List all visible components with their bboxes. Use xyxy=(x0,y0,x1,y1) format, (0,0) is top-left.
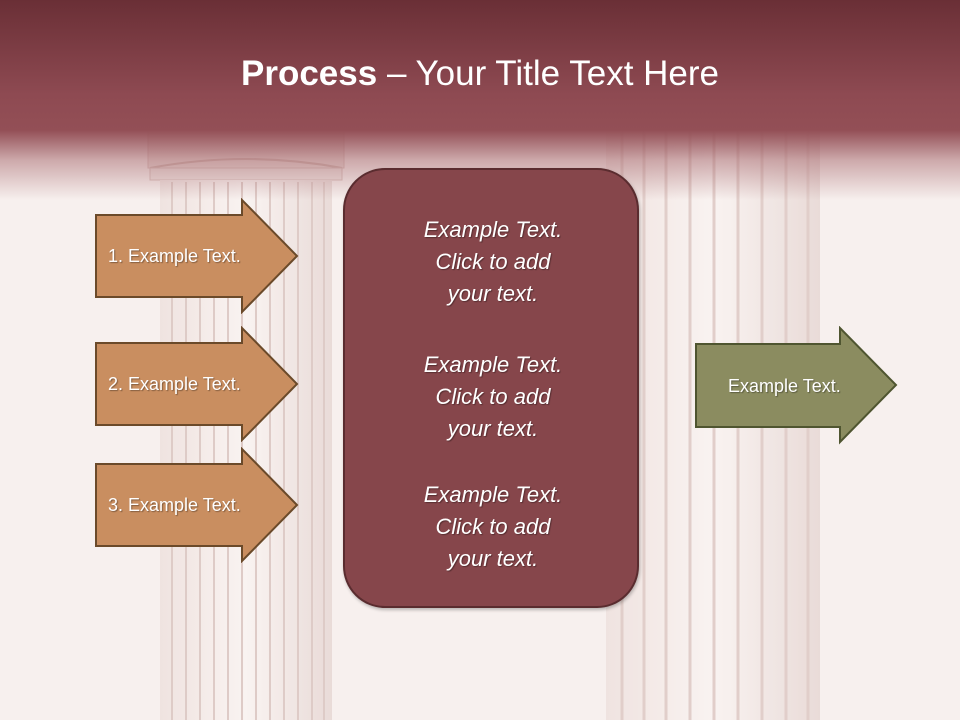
input-arrow-label: 2. Example Text. xyxy=(108,373,241,394)
output-arrow[interactable]: Example Text. xyxy=(694,326,900,446)
input-arrow-1[interactable]: 1. Example Text. xyxy=(94,198,300,314)
center-line: Example Text. xyxy=(423,352,563,377)
center-line: Click to add xyxy=(435,384,551,409)
input-arrow-label: 1. Example Text. xyxy=(108,245,241,266)
input-arrow-2[interactable]: 2. Example Text. xyxy=(94,326,300,442)
center-process-box[interactable]: Example Text. Click to add your text. Ex… xyxy=(343,168,639,608)
center-line: Example Text. xyxy=(423,217,563,242)
arrow-shape xyxy=(95,326,299,442)
center-text-block-2: Example Text. Click to add your text. xyxy=(345,349,641,445)
center-line: your text. xyxy=(447,416,539,441)
center-line: your text. xyxy=(447,281,539,306)
title-bold: Process xyxy=(241,54,378,93)
arrow-shape xyxy=(95,447,299,563)
center-line: Click to add xyxy=(435,249,551,274)
arrow-shape xyxy=(695,326,898,445)
center-line: your text. xyxy=(447,546,539,571)
title-rest: – Your Title Text Here xyxy=(377,54,719,93)
arrow-shape xyxy=(95,198,299,314)
output-arrow-label: Example Text. xyxy=(728,375,841,396)
center-line: Click to add xyxy=(435,514,551,539)
title-band xyxy=(0,0,960,200)
center-text-block-3: Example Text. Click to add your text. xyxy=(345,479,641,575)
input-arrow-label: 3. Example Text. xyxy=(108,494,241,515)
center-text-block-1: Example Text. Click to add your text. xyxy=(345,214,641,310)
input-arrow-3[interactable]: 3. Example Text. xyxy=(94,447,300,563)
slide-title: Process – Your Title Text Here xyxy=(0,50,960,98)
center-line: Example Text. xyxy=(423,482,563,507)
